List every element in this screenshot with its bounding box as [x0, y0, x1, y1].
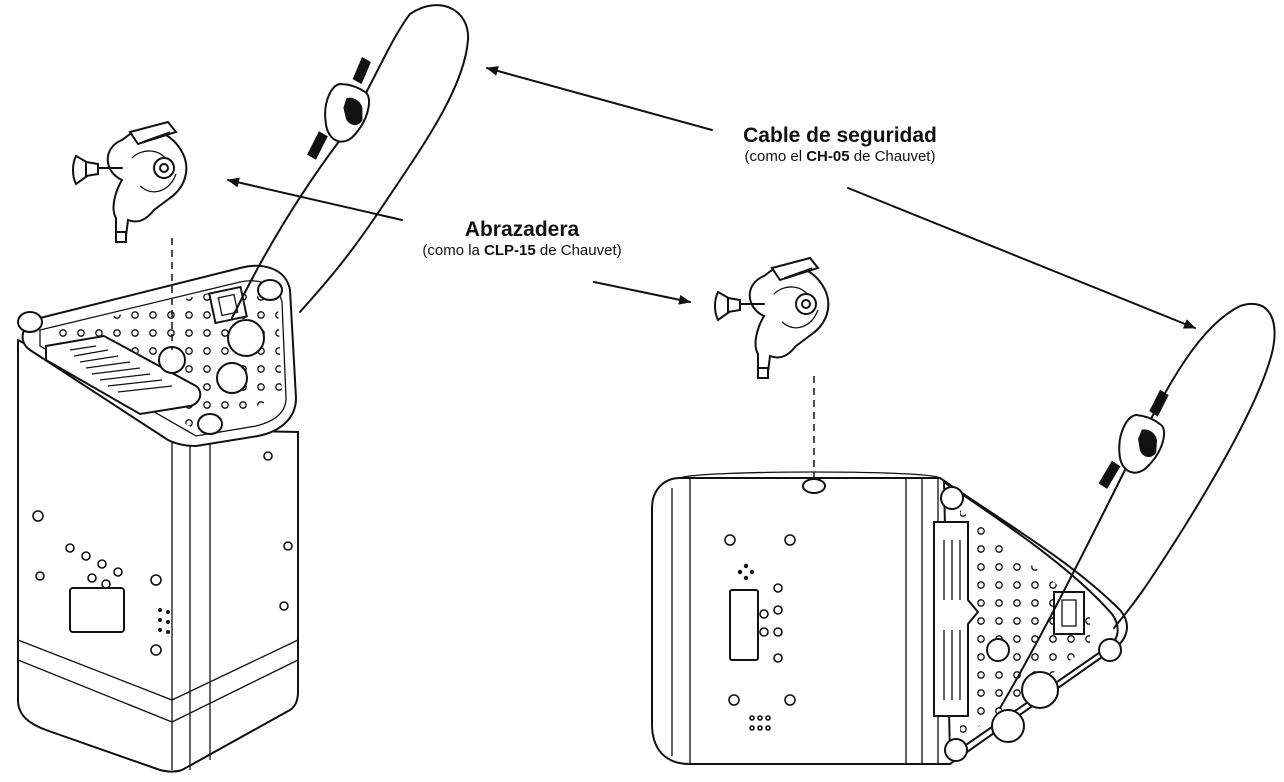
- safety-cable-arrow-right: [847, 187, 1196, 329]
- clamp-title: Abrazadera: [464, 218, 580, 241]
- clamp-label: Abrazadera (como la CLP-15 de Chauvet): [372, 218, 672, 259]
- safety-cable-label: Cable de seguridad (como el CH-05 de Cha…: [700, 124, 980, 165]
- fixture-right: [651, 471, 1128, 765]
- clamp-arrow-right: [593, 281, 691, 305]
- fixture-left: [17, 264, 299, 773]
- clamp-icon: [72, 121, 188, 243]
- safety-cable-subtitle: (como el CH-05 de Chauvet): [744, 148, 936, 166]
- clamp-arrow-left: [227, 177, 403, 221]
- safety-cable-icon: [999, 302, 1276, 709]
- clamp-subtitle: (como la CLP-15 de Chauvet): [422, 242, 622, 260]
- safety-cable-title: Cable de seguridad: [743, 124, 937, 147]
- safety-cable-arrow-left: [486, 66, 713, 131]
- safety-cable-icon: [231, 4, 470, 319]
- clamp-icon: [714, 257, 830, 379]
